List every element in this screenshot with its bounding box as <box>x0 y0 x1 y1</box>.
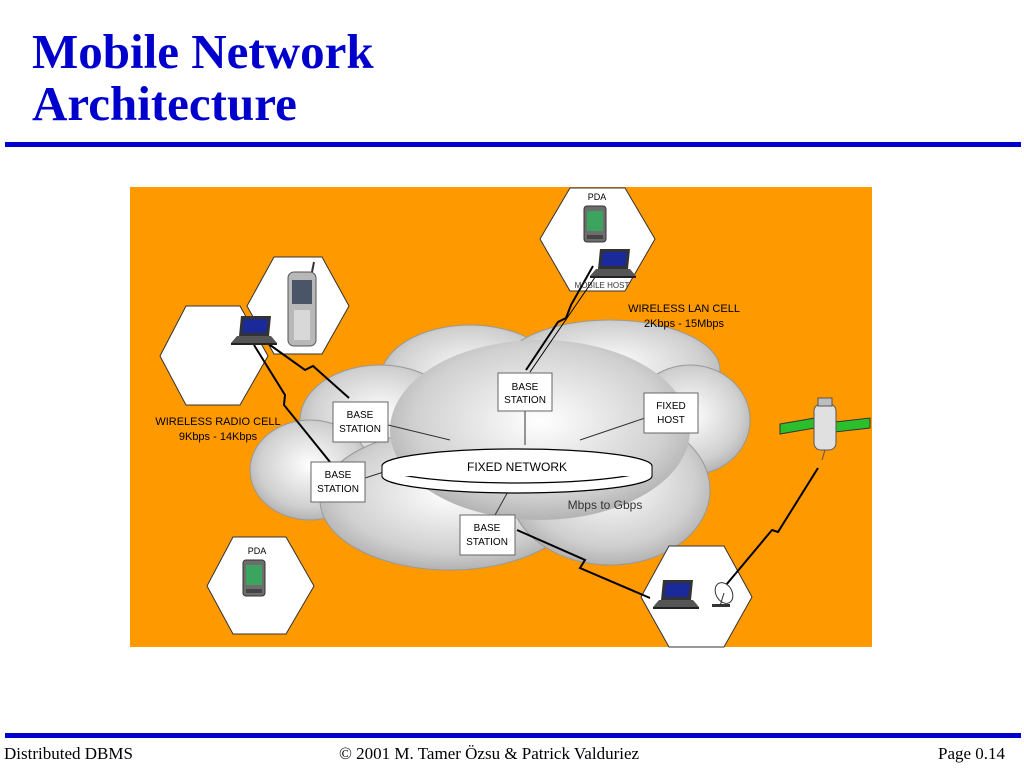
pda-icon <box>242 559 266 597</box>
title-line-1: Mobile Network <box>32 24 374 79</box>
base-station-lower-left-line1: BASE <box>325 470 352 481</box>
title-line-2: Architecture <box>32 76 297 131</box>
fixed-host-line1: FIXED <box>656 401 685 412</box>
base-station-bottom: BASE STATION <box>459 514 516 556</box>
wireless-lan-speed: 2Kbps - 15Mbps <box>644 318 725 330</box>
network-links <box>364 410 646 516</box>
pda-label-top: PDA <box>588 192 607 202</box>
base-station-left-line1: BASE <box>347 410 374 421</box>
satellite-icon <box>779 397 871 461</box>
slide-title: Mobile Network Architecture <box>32 26 374 130</box>
base-station-lower-left-line2: STATION <box>317 484 359 495</box>
wireless-links <box>253 265 819 599</box>
cell-hex-satellite-host <box>640 545 753 648</box>
wireless-radio-title: WIRELESS RADIO CELL <box>155 416 280 428</box>
fixed-host: FIXED HOST <box>643 392 699 434</box>
base-station-top-line1: BASE <box>512 382 539 393</box>
footer-rule <box>5 733 1021 738</box>
pda-label-bottom: PDA <box>248 546 267 556</box>
base-station-top-line2: STATION <box>504 395 546 406</box>
footer-left: Distributed DBMS <box>4 744 133 763</box>
base-station-left: BASE STATION <box>332 401 389 443</box>
fixed-network-label: FIXED NETWORK <box>467 460 567 474</box>
network-speed-label: Mbps to Gbps <box>568 498 643 512</box>
fixed-network: FIXED NETWORK <box>381 448 653 494</box>
title-rule <box>5 142 1021 147</box>
fixed-host-line2: HOST <box>657 415 685 426</box>
base-station-bottom-line1: BASE <box>474 523 501 534</box>
pda-icon <box>583 205 607 243</box>
wireless-radio-speed: 9Kbps - 14Kbps <box>179 431 258 443</box>
base-station-bottom-line2: STATION <box>466 537 508 548</box>
lan-lines <box>529 269 601 373</box>
wireless-lan-title: WIRELESS LAN CELL <box>628 303 740 315</box>
footer-page-number: Page 0.14 <box>938 744 1006 763</box>
mobile-host-label: MOBILE HOST <box>575 281 630 290</box>
mobile-phone-icon <box>287 261 317 347</box>
base-station-top: BASE STATION <box>497 372 553 412</box>
base-station-lower-left: BASE STATION <box>310 461 366 503</box>
base-station-left-line2: STATION <box>339 424 381 435</box>
footer-copyright: © 2001 M. Tamer Özsu & Patrick Valduriez <box>339 744 640 763</box>
satellite-dish-icon <box>712 582 734 607</box>
